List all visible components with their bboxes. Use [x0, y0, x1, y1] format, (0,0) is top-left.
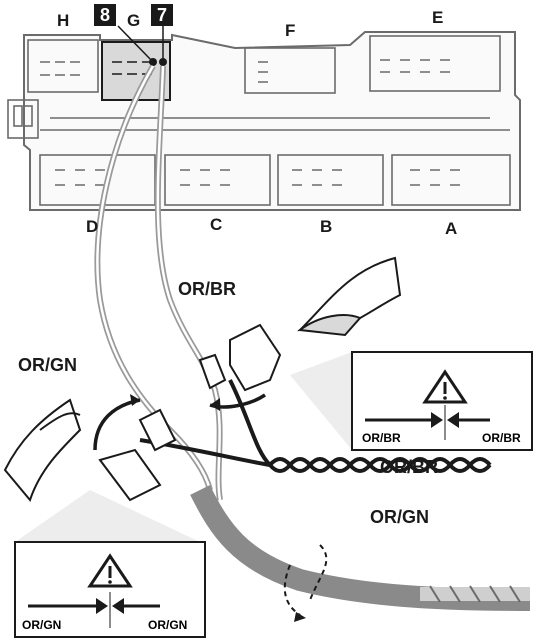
wires — [93, 64, 531, 616]
warning-callout-left — [14, 490, 206, 638]
callout-right-left-label: OR/BR — [362, 431, 401, 445]
connector-label-f: F — [285, 21, 296, 40]
connector-housings — [98, 323, 282, 502]
connector-label-h: H — [57, 11, 70, 30]
connector-label-e: E — [432, 8, 444, 27]
callout-left-right-label: OR/GN — [148, 618, 188, 632]
warning-callout-right — [290, 351, 533, 451]
connector-label-d: D — [86, 217, 99, 236]
wire-label-or-gn-right: OR/GN — [370, 507, 430, 527]
connector-label-g: G — [127, 11, 141, 30]
callout-left-left-label: OR/GN — [22, 618, 62, 632]
connector-label-c: C — [210, 215, 223, 234]
hands — [3, 256, 402, 503]
wire-label-or-br-right: OR/BR — [380, 457, 438, 477]
connector-label-a: A — [445, 219, 458, 238]
connector-label-b: B — [320, 217, 333, 236]
pin-7-badge: 7 — [151, 4, 173, 26]
callout-right-right-label: OR/BR — [482, 431, 521, 445]
wire-label-or-br-top: OR/BR — [178, 279, 236, 299]
pin-8-badge: 8 — [94, 4, 116, 26]
connector-details — [7, 35, 511, 206]
wire-label-or-gn-left: OR/GN — [18, 355, 78, 375]
